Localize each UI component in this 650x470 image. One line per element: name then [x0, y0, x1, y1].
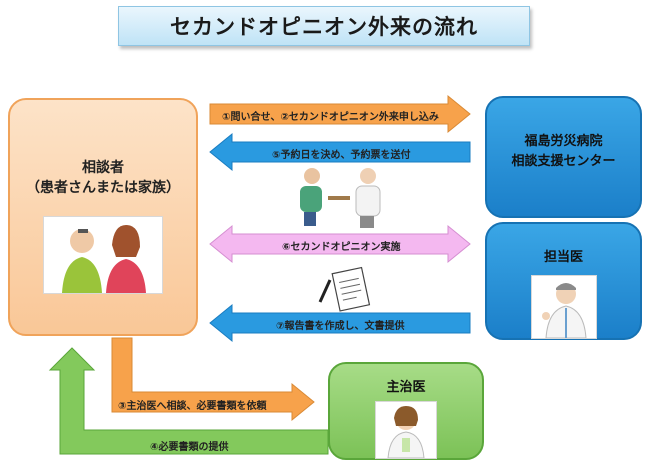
- patient-label: 相談者 （患者さんまたは家族）: [26, 158, 180, 198]
- patient-label-line2: （患者さんまたは家族）: [26, 180, 180, 196]
- arrow-step-1-2: [209, 94, 471, 134]
- document-illustration: [331, 266, 371, 312]
- step-5-label: ⑤予約日を決め、予約票を送付: [272, 150, 411, 161]
- arrow-step-5: [209, 132, 471, 172]
- arrow-step-7: [209, 303, 471, 343]
- arrow-step-4: [48, 347, 329, 455]
- patient-node: 相談者 （患者さんまたは家族）: [8, 98, 198, 336]
- family-doctor-illustration: [375, 401, 437, 459]
- page-title: セカンドオピニオン外来の流れ: [118, 6, 530, 46]
- step-4-label: ④必要書類の提供: [150, 442, 229, 453]
- pen-icon: [318, 279, 332, 303]
- step-7-label: ⑦報告書を作成し、文書提供: [276, 321, 405, 332]
- hospital-label-line2: 相談支援センター: [511, 154, 616, 169]
- consultation-illustration: [300, 168, 381, 228]
- hospital-node: 福島労災病院 相談支援センター: [485, 96, 642, 218]
- doctor-label: 担当医: [543, 250, 583, 265]
- patients-illustration: [43, 216, 163, 294]
- hospital-label-line1: 福島労災病院: [524, 134, 603, 149]
- hospital-label: 福島労災病院 相談支援センター: [511, 132, 615, 172]
- step-1-2-label: ①問い合せ、②セカンドオピニオン外来申し込み: [222, 112, 439, 123]
- patients-icon: [62, 225, 146, 293]
- step-3-label: ③主治医へ相談、必要書類を依頼: [118, 401, 267, 412]
- doctor-icon: [541, 283, 587, 339]
- arrow-step-6: [209, 224, 471, 264]
- step-6-label: ⑥セカンドオピニオン実施: [282, 242, 401, 253]
- nurse-doctor-icon: [387, 406, 425, 459]
- doctor-node: 担当医: [485, 222, 642, 340]
- patient-label-line1: 相談者: [82, 160, 124, 176]
- doctor-illustration: [530, 275, 597, 339]
- family-doctor-label: 主治医: [386, 380, 426, 395]
- family-doctor-node: 主治医: [328, 362, 484, 460]
- arrow-step-3: [111, 337, 315, 422]
